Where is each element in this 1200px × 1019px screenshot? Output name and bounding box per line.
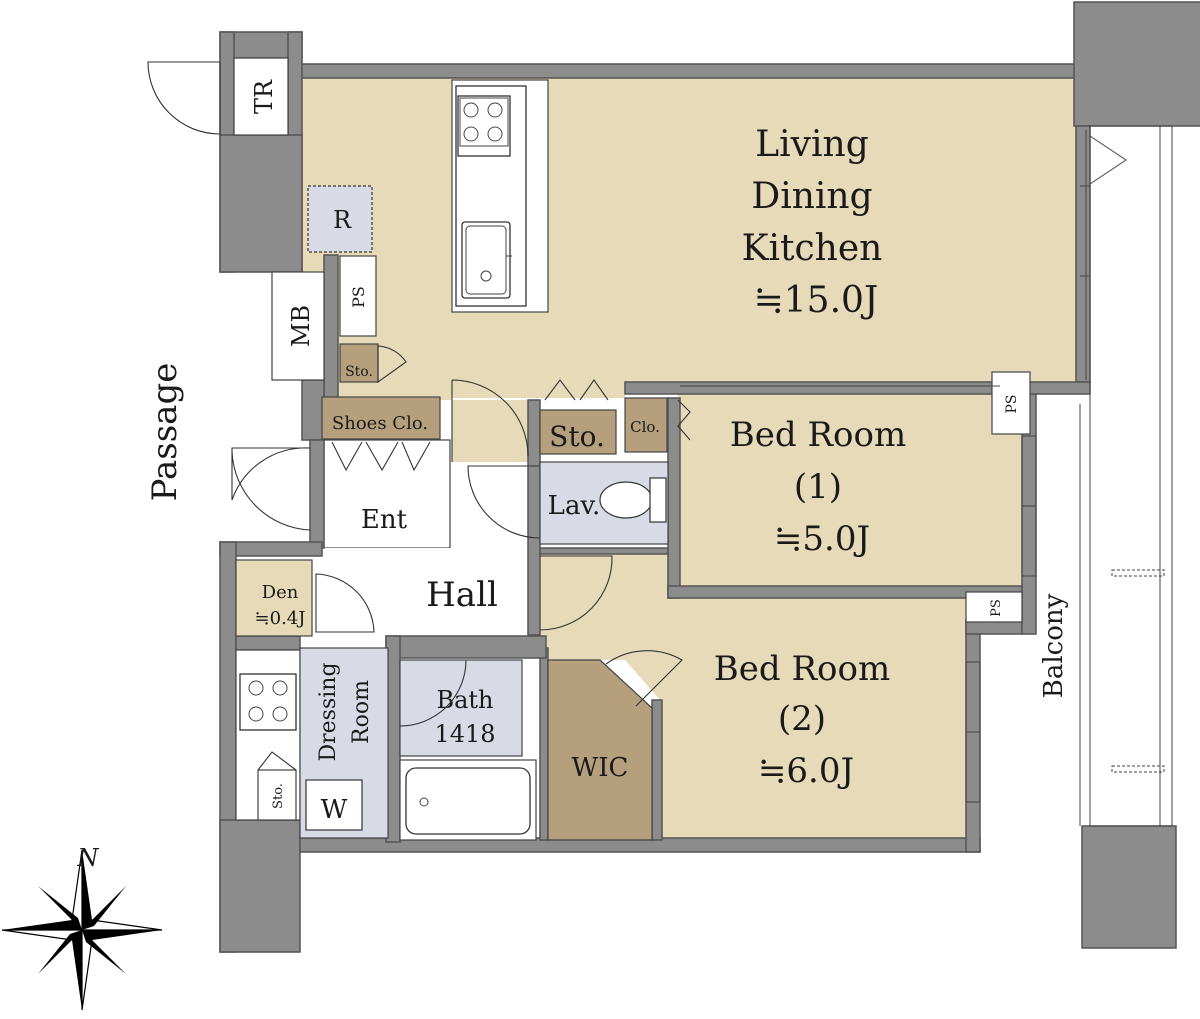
pipe-space-1-box xyxy=(339,255,377,337)
stove-icon xyxy=(239,673,297,731)
small-storage-1-box xyxy=(339,343,379,383)
stove-icon xyxy=(457,95,511,157)
ldk-windows xyxy=(1080,130,1127,380)
shoes-closet-doors[interactable] xyxy=(331,441,431,472)
dressing-room-label-2: Room xyxy=(349,680,374,744)
bed-room-2-number: (2) xyxy=(778,699,826,739)
den-size: ≒0.4J xyxy=(255,608,306,629)
balcony-outline xyxy=(1089,125,1173,827)
compass-icon xyxy=(1,849,163,1011)
bed-2-door[interactable] xyxy=(539,555,613,631)
hall-label: Hall xyxy=(426,575,498,615)
bedroom-windows xyxy=(680,385,1037,803)
balcony-mark-2 xyxy=(1111,765,1165,773)
meter-box-box xyxy=(271,271,325,381)
bath-label: Bath xyxy=(436,686,493,714)
dressing-room-label-1: Dressing xyxy=(316,662,341,761)
passage-label: Passage xyxy=(145,363,185,502)
balcony-label: Balcony xyxy=(1039,593,1069,698)
closet-door[interactable] xyxy=(677,399,691,441)
wic-door[interactable] xyxy=(605,650,683,707)
entrance-door-swing xyxy=(231,451,311,531)
bed-room-1-size: ≒5.0J xyxy=(774,519,870,559)
refrigerator-label: R xyxy=(333,206,352,234)
trunk-room-label: TR xyxy=(250,79,278,114)
lav-door[interactable] xyxy=(467,465,541,539)
shoes-closet-box xyxy=(321,396,441,440)
small-storage-2-door[interactable] xyxy=(257,751,297,771)
wic-box xyxy=(547,659,653,841)
refrigerator-space xyxy=(307,185,373,253)
ldk-door[interactable] xyxy=(451,379,529,462)
bed-room-2-size: ≒6.0J xyxy=(758,751,854,791)
sink-icon xyxy=(461,221,512,299)
ldk-size: ≒15.0J xyxy=(754,280,879,321)
closet-box xyxy=(624,397,668,453)
pipe-space-3-label: PS xyxy=(989,599,1004,617)
trunk-room-door[interactable] xyxy=(147,61,221,135)
bed-room-2-label: Bed Room xyxy=(714,649,890,689)
wic-label: WIC xyxy=(572,753,629,783)
storage-label: Sto. xyxy=(549,420,605,453)
bed-room-1-number: (1) xyxy=(794,467,842,507)
meter-box-label: MB xyxy=(287,305,315,347)
washer-label: W xyxy=(321,795,348,825)
small-storage-2-box xyxy=(257,769,297,821)
kitchen-counter xyxy=(451,79,549,313)
balcony-mark-1 xyxy=(1111,569,1165,577)
closet-label: Clo. xyxy=(630,418,660,436)
lavatory-label: Lav. xyxy=(548,491,601,521)
ldk-label-kitchen: Kitchen xyxy=(742,228,883,269)
entrance-door[interactable] xyxy=(231,447,311,501)
entrance-floor xyxy=(323,439,451,549)
bath-box xyxy=(399,659,523,757)
storage-doors[interactable] xyxy=(544,379,609,401)
ldk-label-dining: Dining xyxy=(751,176,872,217)
entrance-label: Ent xyxy=(361,505,408,535)
washer-box xyxy=(305,779,363,831)
toilet-icon xyxy=(599,477,667,523)
small-storage-1-door[interactable] xyxy=(377,345,407,384)
bed-room-1-area xyxy=(678,392,1022,587)
den-label: Den xyxy=(262,582,299,603)
storage-box xyxy=(539,409,617,455)
hall-floor xyxy=(320,548,530,636)
north-label: N xyxy=(77,844,100,872)
kitchen-counter-inner xyxy=(455,85,527,307)
bathtub-icon xyxy=(405,767,531,835)
hall-bed-room-2-area xyxy=(540,552,966,838)
pipe-space-2-box xyxy=(991,371,1031,435)
bath-size: 1418 xyxy=(434,720,495,748)
small-storage-2-label: Sto. xyxy=(271,783,286,809)
ldk-label-living: Living xyxy=(755,124,869,165)
pipe-space-1-label: PS xyxy=(349,286,368,308)
trunk-room-box xyxy=(233,57,289,136)
den-box xyxy=(235,559,313,637)
den-door[interactable] xyxy=(315,573,375,633)
shoes-closet-label: Shoes Clo. xyxy=(332,413,428,434)
small-storage-1-label: Sto. xyxy=(345,364,373,380)
walls xyxy=(219,1,1200,953)
pipe-space-3-box xyxy=(965,591,1023,623)
pipe-space-2-label: PS xyxy=(1004,394,1020,413)
bed-room-1-label: Bed Room xyxy=(730,415,906,455)
bath-door[interactable] xyxy=(399,659,467,727)
bathtub-area xyxy=(399,759,537,841)
